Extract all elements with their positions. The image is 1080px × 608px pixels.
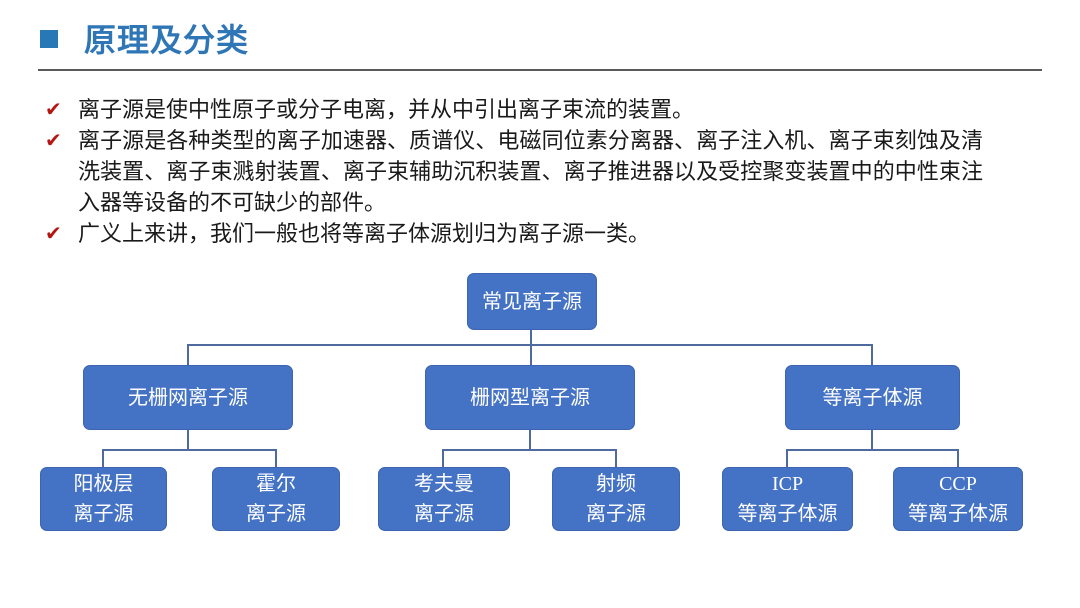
tree-node-label: 等离子体源 (737, 503, 838, 525)
tree-node-label: 霍尔 (256, 473, 296, 495)
tree-node-gridless-ion-source: 无栅网离子源 (83, 365, 293, 430)
tree-node-label: 离子源 (414, 503, 474, 525)
tree-node-label: 考夫曼 (414, 473, 474, 495)
bullet-text: 离子源是使中性原子或分子电离，并从中引出离子束流的装置。 (78, 97, 695, 122)
tree-node-label: 射频 (596, 473, 636, 495)
check-icon: ✔ (45, 128, 62, 152)
tree-node-label: 常见离子源 (482, 290, 582, 313)
tree-node-label: 离子源 (586, 503, 646, 525)
tree-node-hall-ion-source: 霍尔 离子源 (212, 467, 340, 531)
title-bullet-square-icon (40, 30, 58, 48)
tree-node-icp-plasma-source: ICP 等离子体源 (722, 467, 853, 531)
title-divider (38, 69, 1042, 71)
bullet-item: ✔ 离子源是各种类型的离子加速器、质谱仪、电磁同位素分离器、离子注入机、离子束刻… (45, 125, 1010, 218)
tree-node-plasma-source: 等离子体源 (785, 365, 960, 430)
bullet-text: 离子源是各种类型的离子加速器、质谱仪、电磁同位素分离器、离子注入机、离子束刻蚀及… (78, 128, 983, 215)
tree-node-anode-layer-ion-source: 阳极层 离子源 (40, 467, 167, 531)
tree-node-root: 常见离子源 (467, 273, 597, 330)
tree-node-label: 阳极层 (73, 473, 134, 495)
tree-node-gridded-ion-source: 栅网型离子源 (425, 365, 635, 430)
tree-node-label: 栅网型离子源 (470, 386, 590, 409)
bullet-text: 广义上来讲，我们一般也将等离子体源划归为离子源一类。 (78, 221, 651, 246)
tree-node-rf-ion-source: 射频 离子源 (552, 467, 680, 531)
tree-node-label: ICP (771, 473, 804, 495)
tree-node-ccp-plasma-source: CCP 等离子体源 (893, 467, 1023, 531)
bullet-list: ✔ 离子源是使中性原子或分子电离，并从中引出离子束流的装置。 ✔ 离子源是各种类… (45, 94, 1010, 249)
tree-node-label: 等离子体源 (822, 386, 923, 409)
bullet-item: ✔ 离子源是使中性原子或分子电离，并从中引出离子束流的装置。 (45, 94, 1010, 125)
page-title: 原理及分类 (84, 22, 250, 58)
tree-node-label: 无栅网离子源 (128, 386, 248, 409)
check-icon: ✔ (45, 221, 62, 245)
tree-node-label: 离子源 (73, 503, 134, 525)
tree-node-label: 离子源 (246, 503, 306, 525)
check-icon: ✔ (45, 97, 62, 121)
tree-node-label: 等离子体源 (908, 503, 1008, 525)
bullet-item: ✔ 广义上来讲，我们一般也将等离子体源划归为离子源一类。 (45, 218, 1010, 249)
tree-node-kaufman-ion-source: 考夫曼 离子源 (378, 467, 510, 531)
tree-node-label: CCP (939, 473, 977, 495)
